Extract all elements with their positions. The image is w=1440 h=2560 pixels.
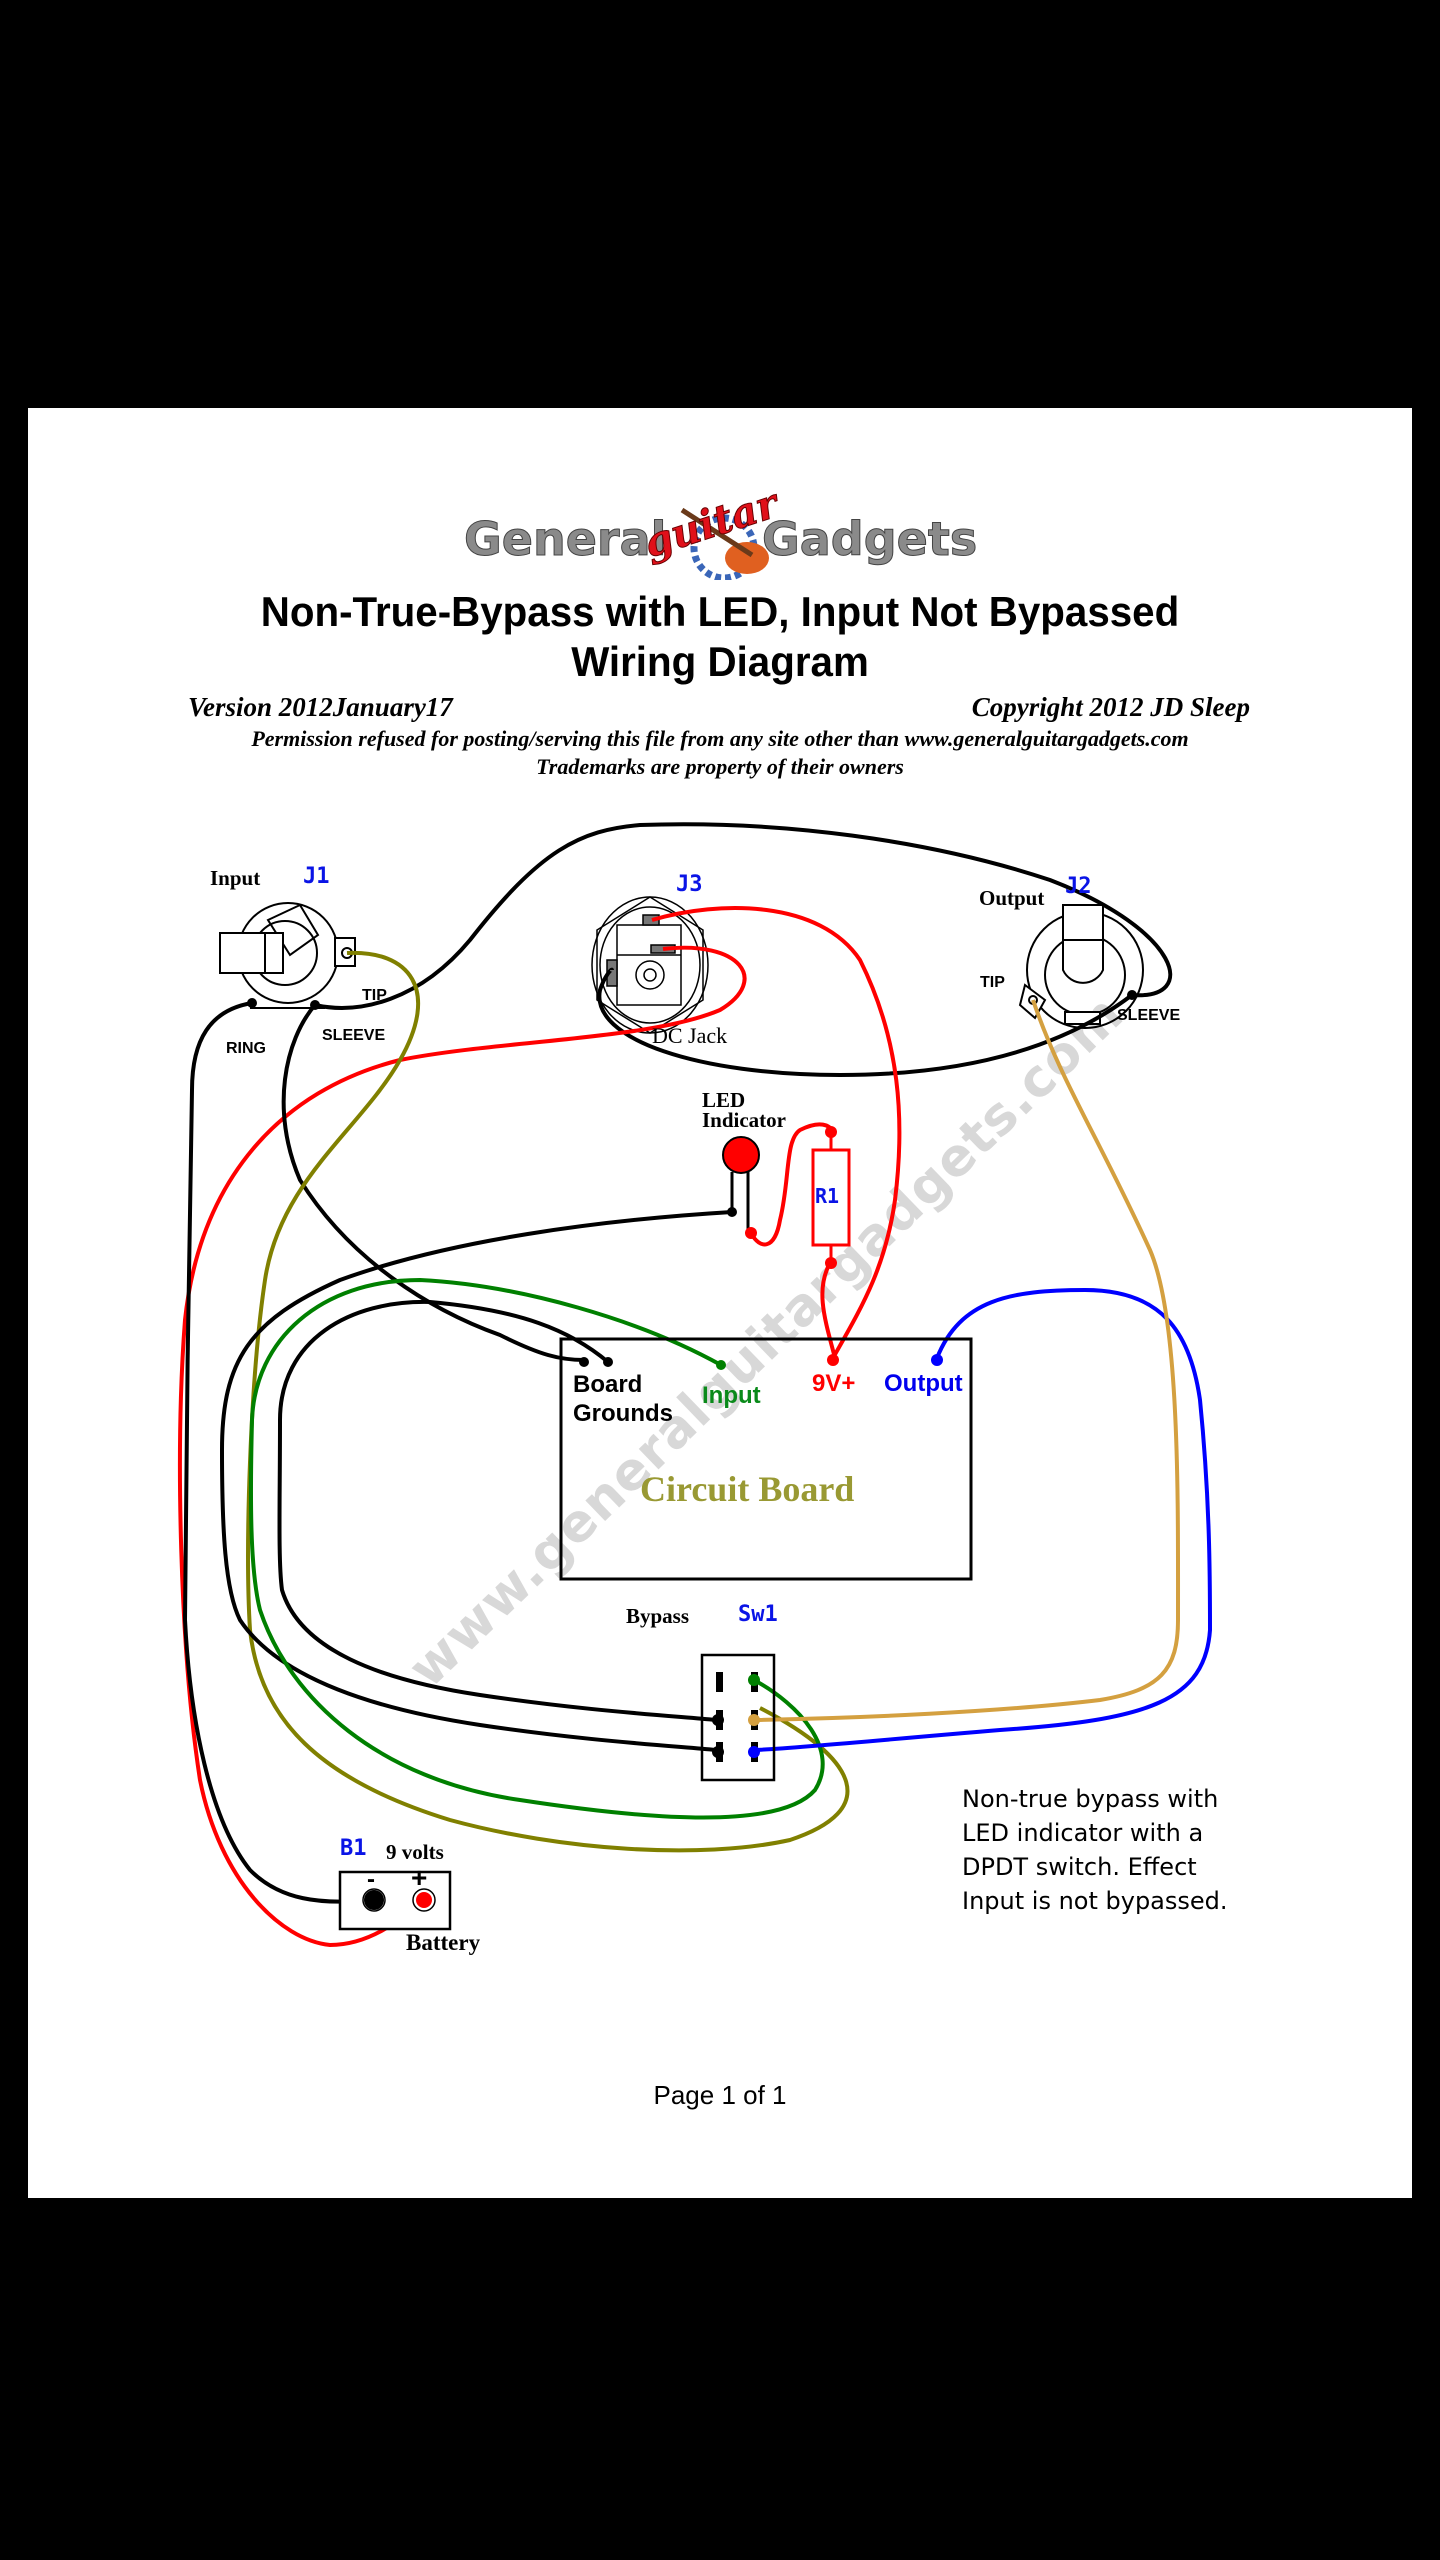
permission-text: Permission refused for posting/serving t… — [251, 726, 1189, 751]
j1-name-label: Input — [210, 866, 261, 890]
j1-ring-label: RING — [226, 1040, 266, 1057]
logo-guitar-icon — [680, 507, 769, 580]
r1-to-board-wire — [820, 1262, 837, 1359]
board-ground-pad-1 — [579, 1357, 589, 1367]
logo-text-gadgets: Gadgets — [761, 512, 978, 567]
j3-name-label: DC Jack — [652, 1023, 728, 1048]
ground-wire-sleeve-to-board — [281, 1003, 585, 1362]
output-wire-board-to-switch — [754, 1287, 1213, 1752]
ground-wire-led-to-switch — [219, 1210, 733, 1752]
board-output-label: Output — [884, 1370, 963, 1397]
j1-ref-label: J1 — [303, 864, 330, 889]
board-9v-pad — [827, 1354, 839, 1366]
board-9v-label: 9V+ — [812, 1370, 856, 1397]
battery-b1 — [338, 1870, 452, 1931]
note-line3: DPDT switch. Effect — [962, 1853, 1197, 1881]
sw1-name-label: Bypass — [626, 1604, 690, 1628]
copyright-text: Copyright 2012 JD Sleep — [971, 692, 1250, 722]
r1-ref-label: R1 — [815, 1184, 840, 1208]
led-wire — [749, 1122, 835, 1247]
power-wire-j3-to-board — [651, 906, 902, 1359]
output-jack-tip-wire — [754, 999, 1181, 1722]
input-jack-tip-wire — [246, 950, 850, 1853]
note-line4: Input is not bypassed. — [962, 1887, 1228, 1915]
description-note: Non-true bypass with LED indicator with … — [962, 1782, 1228, 1918]
resistor-r1 — [811, 1126, 851, 1269]
board-name-label: Circuit Board — [640, 1469, 855, 1509]
sw1-ref-label: Sw1 — [738, 1602, 778, 1627]
version-text: Version 2012January17 — [188, 692, 453, 722]
board-grounds-line1: Board — [573, 1371, 643, 1398]
ground-wire-board-to-switch — [277, 1299, 717, 1722]
j2-name-label: Output — [979, 886, 1045, 910]
board-ground-pad-2 — [603, 1357, 613, 1367]
j1-tip-label: TIP — [362, 987, 387, 1004]
b1-plus-label: + — [411, 1862, 428, 1893]
led-indicator — [722, 1136, 760, 1239]
b1-name-label: Battery — [406, 1930, 481, 1955]
j3-ref-label: J3 — [676, 872, 703, 897]
j2-sleeve-label: SLEEVE — [1117, 1007, 1181, 1024]
j2-tip-label: TIP — [980, 974, 1005, 991]
dc-jack-j3 — [591, 896, 709, 1034]
document-subtitle: Wiring Diagram — [571, 638, 869, 685]
board-output-pad — [931, 1354, 943, 1366]
board-grounds-line2: Grounds — [573, 1400, 673, 1427]
input-wire-board-to-switch — [248, 1277, 825, 1820]
logo-text-general: General — [463, 512, 667, 567]
page-number: Page 1 of 1 — [653, 2080, 787, 2110]
led-label-line2: Indicator — [702, 1108, 786, 1132]
j2-ref-label: J2 — [1065, 874, 1092, 899]
circuit-board — [559, 1337, 973, 1581]
ground-wire-ring-to-battery — [182, 1001, 373, 1904]
document-title: Non-True-Bypass with LED, Input Not Bypa… — [260, 588, 1180, 635]
note-line2: LED indicator with a — [962, 1819, 1204, 1847]
note-line1: Non-true bypass with — [962, 1785, 1219, 1813]
document-page — [28, 408, 1412, 2198]
led-label-line1: LED — [702, 1088, 746, 1112]
input-jack-j1 — [219, 902, 356, 1009]
bypass-switch-sw1 — [700, 1653, 776, 1782]
led-label: LED Indicator — [702, 1088, 786, 1132]
b1-voltage-label: 9 volts — [386, 1840, 444, 1864]
board-input-label: Input — [702, 1382, 761, 1409]
board-grounds-label: Board Grounds — [573, 1370, 673, 1428]
b1-minus-label: - — [367, 1866, 375, 1893]
trademarks-text: Trademarks are property of their owners — [536, 754, 904, 779]
logo: General guitar Gadgets — [462, 479, 982, 580]
board-input-pad — [716, 1360, 726, 1370]
b1-ref-label: B1 — [340, 1836, 367, 1861]
j1-sleeve-label: SLEEVE — [322, 1027, 386, 1044]
ground-wire-j1-j2-j3 — [314, 822, 1173, 1078]
